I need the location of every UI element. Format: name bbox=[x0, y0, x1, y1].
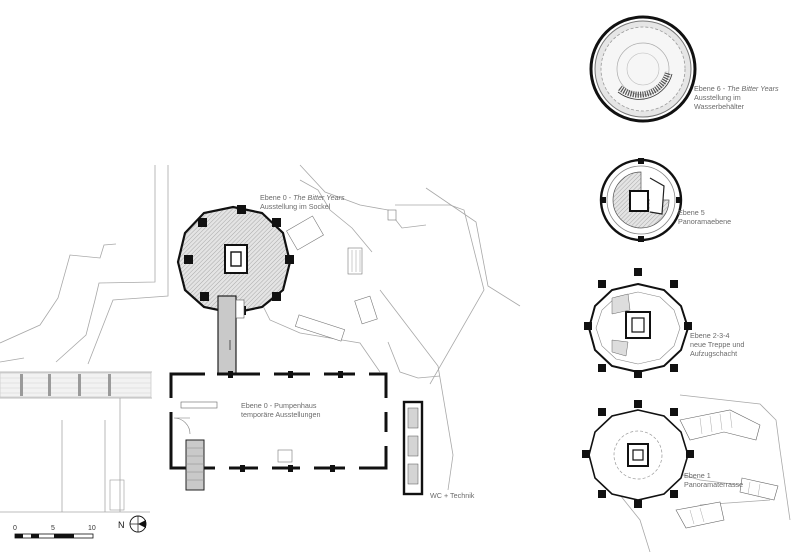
scale-bar: 0 5 10 bbox=[13, 525, 96, 539]
label-level1-line1: Ebene 1 bbox=[684, 471, 711, 480]
label-level234-line2: neue Treppe und bbox=[690, 340, 744, 349]
site-context bbox=[0, 164, 791, 552]
label-level1-line2: Panoramaterrasse bbox=[684, 480, 743, 489]
label-level234-line1: Ebene 2-3-4 bbox=[690, 331, 730, 340]
label-level234-line3: Aufzugschacht bbox=[690, 349, 737, 358]
label-level0-tower-line1: Ebene 0 - The Bitter Years bbox=[260, 193, 345, 202]
scale-tick-0: 0 bbox=[13, 525, 17, 532]
north-arrow-letter: N bbox=[118, 520, 125, 530]
plan-level6 bbox=[589, 15, 697, 123]
label-level6-line1: Ebene 6 - The Bitter Years bbox=[694, 84, 779, 93]
plan-level5 bbox=[599, 158, 683, 242]
north-arrow-icon: N bbox=[118, 515, 147, 533]
outdoor-stairs bbox=[277, 209, 397, 463]
pump-house bbox=[169, 371, 388, 491]
wc-technik-block bbox=[402, 400, 424, 496]
plan-level1 bbox=[582, 400, 779, 529]
adjacent-building-left bbox=[0, 372, 152, 511]
plan-level234 bbox=[584, 268, 692, 378]
scale-tick-5: 5 bbox=[51, 525, 55, 532]
label-level5-line1: Ebene 5 bbox=[678, 208, 705, 217]
label-level6-line3: Wasserbehälter bbox=[694, 102, 745, 111]
label-level6-line2: Ausstellung im bbox=[694, 93, 741, 102]
scale-tick-10: 10 bbox=[88, 525, 96, 532]
label-pumphouse-line2: temporäre Ausstellungen bbox=[241, 410, 321, 419]
label-pumphouse-line1: Ebene 0 - Pumpenhaus bbox=[241, 401, 317, 410]
label-level0-tower-line2: Ausstellung im Sockel bbox=[260, 202, 331, 211]
connector-corridor bbox=[217, 295, 245, 375]
label-level5-line2: Panoramaebene bbox=[678, 217, 731, 226]
label-wc-technik: WC + Technik bbox=[430, 491, 475, 500]
